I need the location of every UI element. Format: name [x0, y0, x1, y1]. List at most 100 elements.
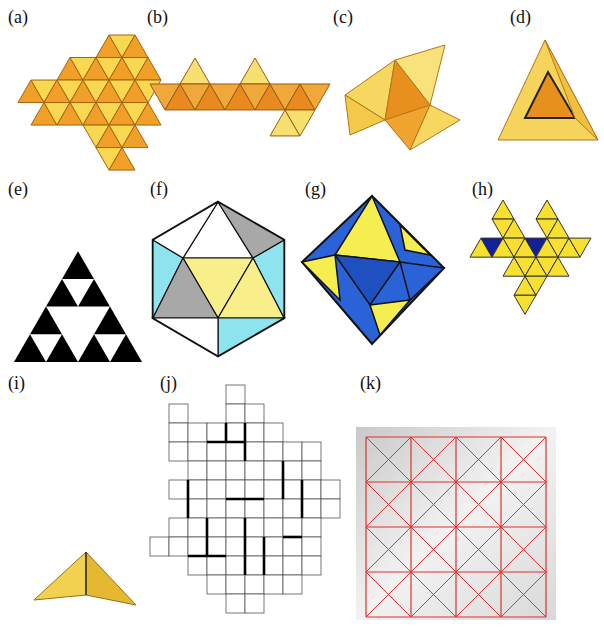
grid-square [245, 442, 264, 461]
crease-line [456, 572, 501, 617]
crease-line [366, 437, 411, 482]
crease-line [501, 482, 546, 527]
polyomino-grid [150, 385, 340, 613]
crease-line [456, 437, 501, 482]
grid-square [207, 442, 226, 461]
net-triangle [135, 58, 161, 81]
octahedron-square [302, 196, 444, 344]
crease-line [501, 527, 546, 572]
cut-line [263, 537, 266, 575]
grid-square [188, 480, 207, 499]
grid-square [264, 556, 283, 575]
cut-line [301, 480, 304, 518]
crease-line [501, 437, 546, 482]
panel-label: (g) [305, 180, 326, 198]
grid-square [283, 442, 302, 461]
crease-line [411, 482, 456, 527]
grid-square [283, 518, 302, 537]
net-triangle [122, 125, 148, 148]
crease-line [501, 482, 546, 527]
grid-square [169, 537, 188, 556]
cut-line [206, 518, 209, 556]
panel-label: (d) [510, 8, 531, 26]
tetrahedron-d [498, 40, 598, 140]
crease-line [366, 572, 411, 617]
crease-line [501, 437, 546, 482]
grid-square [245, 499, 264, 518]
grid-square [264, 518, 283, 537]
crease-line [366, 527, 411, 572]
crease-line [501, 572, 546, 617]
grid-square [207, 461, 226, 480]
grid-square [169, 442, 188, 461]
grid-square [188, 423, 207, 442]
grid-square [207, 556, 226, 575]
grid-square [283, 461, 302, 480]
panel-label: (h) [472, 180, 493, 198]
net-a [18, 35, 161, 170]
grid-square [207, 537, 226, 556]
net-triangle [240, 58, 270, 84]
crease-line [456, 527, 501, 572]
grid-square [226, 594, 245, 613]
grid-square [302, 461, 321, 480]
crease-line [411, 437, 456, 482]
grid-square [169, 518, 188, 537]
grid-square [302, 537, 321, 556]
grid-square [283, 575, 302, 594]
crease-line [411, 572, 456, 617]
crease-line [411, 527, 456, 572]
cut-line [225, 423, 228, 442]
grid-square [245, 518, 264, 537]
crease-line [456, 437, 501, 482]
crease-line [456, 527, 501, 572]
grid-square [264, 537, 283, 556]
net-triangle [547, 257, 569, 276]
crease-line [366, 572, 411, 617]
grid-square [302, 480, 321, 499]
cut-line [244, 518, 247, 575]
crease-line [411, 437, 456, 482]
net-triangle [503, 219, 525, 238]
crease-line [501, 572, 546, 617]
net-triangle [180, 58, 210, 84]
grid-square [302, 556, 321, 575]
grid-square [226, 518, 245, 537]
grid-square [245, 423, 264, 442]
grid-square [283, 480, 302, 499]
cut-line [282, 461, 285, 499]
panel-label: (b) [147, 8, 168, 26]
grid-square [245, 537, 264, 556]
panel-label: (i) [8, 374, 25, 392]
grid-square [264, 423, 283, 442]
grid-square [226, 461, 245, 480]
grid-square [321, 499, 340, 518]
grid-square [283, 537, 302, 556]
icosahedron [153, 202, 284, 356]
grid-square [245, 575, 264, 594]
grid-square [150, 537, 169, 556]
grid-square [302, 518, 321, 537]
grid-square [264, 499, 283, 518]
crease-line [456, 482, 501, 527]
net-triangle [135, 103, 161, 126]
cut-line [188, 555, 226, 558]
grid-square [188, 537, 207, 556]
grid-square [207, 575, 226, 594]
polyhedron-c [345, 45, 460, 150]
panel-label: (e) [8, 180, 28, 198]
grid-square [283, 556, 302, 575]
grid-square [169, 480, 188, 499]
grid-square [321, 480, 340, 499]
grid-square [245, 556, 264, 575]
grid-square [188, 518, 207, 537]
cut-line [226, 498, 264, 501]
grid-square [245, 480, 264, 499]
crease-line [501, 527, 546, 572]
grid-square [226, 480, 245, 499]
panel-label: (c) [333, 8, 353, 26]
net-triangle [525, 276, 547, 295]
net-triangle [300, 84, 330, 110]
net-triangle [569, 238, 591, 257]
